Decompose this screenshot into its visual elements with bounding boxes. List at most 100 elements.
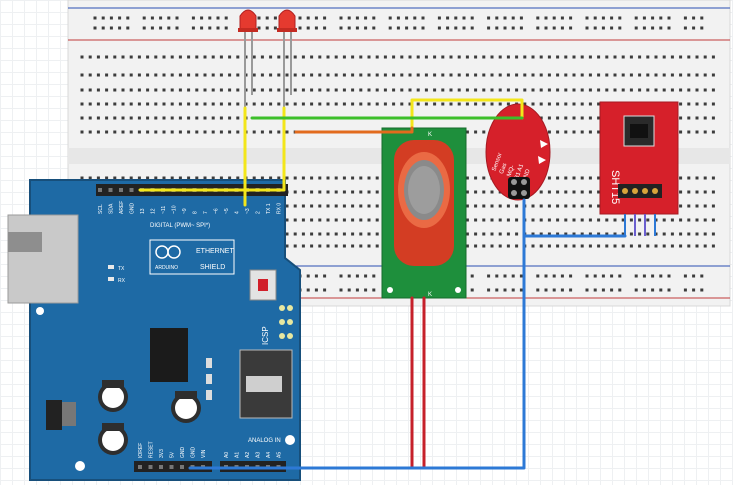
breadboard-hole[interactable]	[515, 204, 519, 208]
breadboard-hole[interactable]	[572, 73, 576, 77]
breadboard-hole[interactable]	[618, 288, 622, 292]
header-pin[interactable]	[138, 465, 142, 469]
breadboard-hole[interactable]	[711, 204, 715, 208]
breadboard-hole[interactable]	[539, 204, 543, 208]
breadboard-hole[interactable]	[351, 190, 355, 194]
breadboard-hole[interactable]	[572, 116, 576, 120]
breadboard-hole[interactable]	[585, 16, 589, 20]
breadboard-hole[interactable]	[572, 190, 576, 194]
breadboard-hole[interactable]	[314, 26, 318, 30]
breadboard-hole[interactable]	[564, 55, 568, 59]
breadboard-hole[interactable]	[195, 73, 199, 77]
breadboard-hole[interactable]	[318, 73, 322, 77]
breadboard-hole[interactable]	[638, 73, 642, 77]
breadboard-hole[interactable]	[621, 73, 625, 77]
breadboard-hole[interactable]	[662, 73, 666, 77]
breadboard-hole[interactable]	[351, 102, 355, 106]
breadboard-hole[interactable]	[195, 102, 199, 106]
breadboard-hole[interactable]	[154, 55, 158, 59]
breadboard-hole[interactable]	[572, 176, 576, 180]
breadboard-hole[interactable]	[536, 16, 540, 20]
breadboard-hole[interactable]	[703, 116, 707, 120]
breadboard-hole[interactable]	[547, 232, 551, 236]
breadboard-hole[interactable]	[137, 102, 141, 106]
breadboard-hole[interactable]	[187, 116, 191, 120]
breadboard-hole[interactable]	[154, 73, 158, 77]
breadboard-hole[interactable]	[539, 73, 543, 77]
breadboard-hole[interactable]	[359, 218, 363, 222]
breadboard-hole[interactable]	[211, 102, 215, 106]
breadboard-hole[interactable]	[695, 130, 699, 134]
breadboard-hole[interactable]	[146, 55, 150, 59]
breadboard-hole[interactable]	[375, 176, 379, 180]
breadboard-hole[interactable]	[605, 232, 609, 236]
breadboard-hole[interactable]	[339, 26, 343, 30]
breadboard-hole[interactable]	[536, 288, 540, 292]
breadboard-hole[interactable]	[105, 116, 109, 120]
breadboard-hole[interactable]	[408, 102, 412, 106]
breadboard-hole[interactable]	[408, 88, 412, 92]
breadboard-hole[interactable]	[588, 190, 592, 194]
breadboard-hole[interactable]	[552, 26, 556, 30]
breadboard-hole[interactable]	[219, 176, 223, 180]
breadboard-hole[interactable]	[618, 16, 622, 20]
breadboard-hole[interactable]	[154, 88, 158, 92]
breadboard-hole[interactable]	[375, 88, 379, 92]
breadboard-hole[interactable]	[490, 204, 494, 208]
breadboard-hole[interactable]	[359, 244, 363, 248]
breadboard-hole[interactable]	[293, 55, 297, 59]
breadboard-hole[interactable]	[162, 130, 166, 134]
breadboard-hole[interactable]	[498, 218, 502, 222]
breadboard-hole[interactable]	[564, 130, 568, 134]
breadboard-hole[interactable]	[605, 73, 609, 77]
breadboard-hole[interactable]	[405, 16, 409, 20]
breadboard-hole[interactable]	[269, 102, 273, 106]
breadboard-hole[interactable]	[580, 130, 584, 134]
breadboard-hole[interactable]	[355, 274, 359, 278]
breadboard-hole[interactable]	[347, 26, 351, 30]
breadboard-hole[interactable]	[375, 55, 379, 59]
breadboard-hole[interactable]	[564, 204, 568, 208]
breadboard-hole[interactable]	[236, 88, 240, 92]
breadboard-hole[interactable]	[318, 55, 322, 59]
breadboard-hole[interactable]	[495, 274, 499, 278]
breadboard-hole[interactable]	[301, 73, 305, 77]
breadboard-hole[interactable]	[506, 88, 510, 92]
breadboard-hole[interactable]	[634, 16, 638, 20]
breadboard-hole[interactable]	[498, 232, 502, 236]
header-pin[interactable]	[129, 188, 134, 192]
breadboard-hole[interactable]	[629, 244, 633, 248]
breadboard-hole[interactable]	[326, 55, 330, 59]
breadboard-hole[interactable]	[367, 88, 371, 92]
breadboard-hole[interactable]	[588, 116, 592, 120]
breadboard-hole[interactable]	[687, 116, 691, 120]
breadboard-hole[interactable]	[457, 55, 461, 59]
breadboard-hole[interactable]	[523, 88, 527, 92]
breadboard-hole[interactable]	[405, 26, 409, 30]
breadboard-hole[interactable]	[498, 102, 502, 106]
breadboard-hole[interactable]	[651, 26, 655, 30]
breadboard-hole[interactable]	[146, 116, 150, 120]
breadboard-hole[interactable]	[121, 88, 125, 92]
breadboard-hole[interactable]	[252, 102, 256, 106]
breadboard-hole[interactable]	[556, 204, 560, 208]
breadboard-hole[interactable]	[257, 16, 261, 20]
breadboard-hole[interactable]	[651, 274, 655, 278]
breadboard-hole[interactable]	[113, 88, 117, 92]
breadboard-hole[interactable]	[695, 232, 699, 236]
breadboard-hole[interactable]	[301, 102, 305, 106]
breadboard-hole[interactable]	[372, 26, 376, 30]
breadboard-hole[interactable]	[474, 73, 478, 77]
breadboard-hole[interactable]	[351, 73, 355, 77]
header-pin[interactable]	[159, 465, 163, 469]
breadboard-hole[interactable]	[96, 88, 100, 92]
breadboard-hole[interactable]	[580, 176, 584, 180]
breadboard-hole[interactable]	[113, 130, 117, 134]
breadboard-hole[interactable]	[347, 274, 351, 278]
breadboard-hole[interactable]	[687, 218, 691, 222]
breadboard-hole[interactable]	[580, 88, 584, 92]
breadboard-hole[interactable]	[326, 232, 330, 236]
breadboard-hole[interactable]	[154, 116, 158, 120]
breadboard-hole[interactable]	[80, 116, 84, 120]
